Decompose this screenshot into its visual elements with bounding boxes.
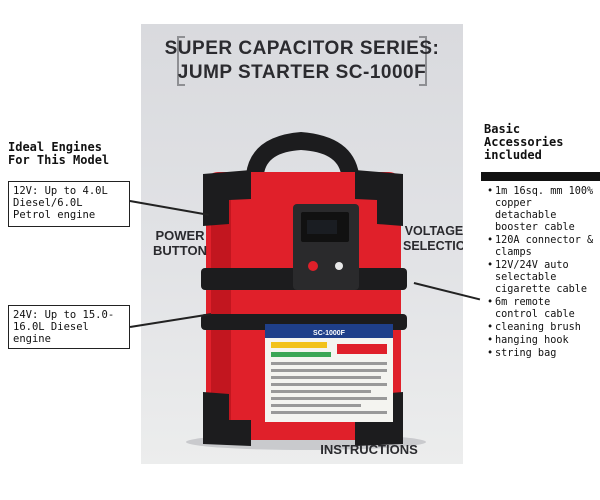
accessories-heading: Basic Accessories included xyxy=(484,123,563,162)
accessory-item: 12V/24V auto selectable cigarette cable xyxy=(487,260,598,296)
label-model-text: SC-1000F xyxy=(313,330,346,337)
voltage-label-line-2: SELECTION xyxy=(403,239,463,253)
accessory-item: 120A connector & clamps xyxy=(487,235,598,259)
power-label-line-1: POWER xyxy=(155,228,205,243)
engine-12v-box: 12V: Up to 4.0L Diesel/6.0L Petrol engin… xyxy=(8,181,130,227)
power-button-icon xyxy=(308,261,318,271)
accessories-heading-line-3: included xyxy=(484,148,542,162)
accessories-heading-line-1: Basic xyxy=(484,122,521,136)
display-digits xyxy=(307,220,337,234)
accessory-item: string bag xyxy=(487,348,598,360)
instruction-label xyxy=(265,324,393,422)
accessory-item: 6m remote control cable xyxy=(487,297,598,321)
title-line-2: JUMP STARTER SC-1000F xyxy=(177,62,427,83)
engines-heading-line-1: Ideal Engines xyxy=(8,140,102,154)
bumper-bottom-left xyxy=(203,392,251,446)
title-bracket-right xyxy=(419,36,427,86)
accessories-heading-line-2: Accessories xyxy=(484,135,564,149)
accessories-list-box: 1m 16sq. mm 100% copper detachable boost… xyxy=(481,172,600,377)
voltage-label-line-1: VOLTAGE xyxy=(404,224,463,238)
accessory-item: cleaning brush xyxy=(487,322,598,334)
bumper-top-right xyxy=(355,170,403,226)
jump-starter-device: SC-1000F xyxy=(186,132,426,450)
power-label-line-2: BUTTON xyxy=(153,243,207,258)
instruction-header xyxy=(265,324,393,338)
accessory-item: 1m 16sq. mm 100% copper detachable boost… xyxy=(487,186,598,234)
title-line-1: SUPER CAPACITOR SERIES: xyxy=(164,38,440,59)
side-shade xyxy=(211,176,231,434)
engines-heading: Ideal Engines For This Model xyxy=(8,141,109,167)
title-bracket-left xyxy=(177,36,185,86)
handle-icon xyxy=(246,132,359,174)
accessory-item: hanging hook xyxy=(487,335,598,347)
power-button-label: POWER BUTTON xyxy=(147,228,213,258)
engine-24v-box: 24V: Up to 15.0-16.0L Diesel engine xyxy=(8,305,130,349)
voltage-indicator-icon xyxy=(335,262,343,270)
instructions-label: INSTRUCTIONS xyxy=(320,442,418,457)
accessories-list: 1m 16sq. mm 100% copper detachable boost… xyxy=(487,186,598,360)
bumper-top-left xyxy=(203,170,251,226)
voltage-selection-label: VOLTAGE SELECTION xyxy=(403,224,463,254)
engines-heading-line-2: For This Model xyxy=(8,153,110,167)
product-photo: SUPER CAPACITOR SERIES: JUMP STARTER SC-… xyxy=(141,24,463,464)
